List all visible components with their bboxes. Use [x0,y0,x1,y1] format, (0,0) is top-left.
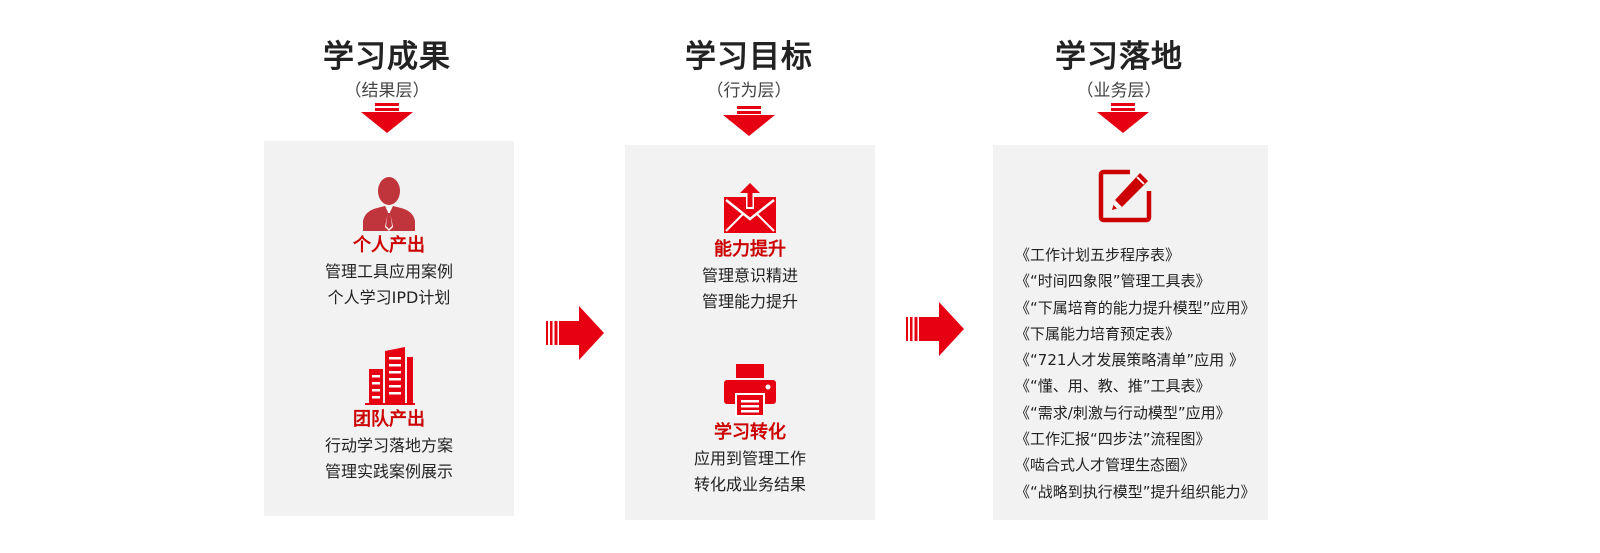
panel-results: 个人产出 管理工具应用案例 个人学习IPD计划 团队产出 行动学习落地 [264,141,514,516]
down-arrow-icon [1097,103,1149,133]
block-title: 团队产出 [353,409,425,430]
list-item: 《“721人才发展策略清单”应用 》 [1015,351,1244,370]
column-header-results: 学习成果 （结果层） [257,37,517,103]
block-line: 个人学习IPD计划 [327,288,451,307]
tool-list: 《工作计划五步程序表》 《“时间四象限”管理工具表》 《“下属培育的能力提升模型… [1015,242,1256,505]
envelope-upload-icon [724,183,776,233]
list-item: 《工作汇报“四步法”流程图》 [1015,430,1211,449]
block-team-output: 团队产出 行动学习落地方案 管理实践案例展示 [264,347,514,485]
column-subtitle: （结果层） [344,81,430,101]
column-header-goals: 学习目标 （行为层） [619,37,879,103]
list-item: 《“时间四象限”管理工具表》 [1015,272,1211,291]
down-arrow-icon [361,103,413,133]
block-title: 个人产出 [353,235,425,256]
block-line: 管理工具应用案例 [324,262,453,281]
list-item: 《啮合式人才管理生态圈》 [1015,456,1196,475]
list-item: 《下属能力培育预定表》 [1015,324,1181,343]
block-line: 应用到管理工作 [693,449,806,468]
block-title: 学习转化 [714,422,786,443]
block-personal-output: 个人产出 管理工具应用案例 个人学习IPD计划 [264,175,514,311]
block-line: 行动学习落地方案 [324,436,453,455]
list-item: 《工作计划五步程序表》 [1015,246,1181,264]
printer-icon [724,364,776,417]
right-arrow-icon [546,306,604,360]
businessman-icon [363,177,415,231]
list-item: 《“需求/刺激与行动模型”应用》 [1015,403,1231,422]
list-item: 《“懂、用、教、推”工具表》 [1015,377,1211,396]
column-subtitle: （行为层） [706,81,792,101]
block-line: 管理实践案例展示 [324,462,453,481]
list-item: 《“下属培育的能力提升模型”应用》 [1015,298,1256,317]
edit-pencil-icon [1098,169,1152,223]
block-line: 管理意识精进 [701,266,798,285]
block-title: 能力提升 [714,239,786,260]
column-title: 学习成果 [323,39,451,75]
column-title: 学习目标 [685,39,813,75]
column-subtitle: （业务层） [1076,81,1162,101]
down-arrow-icon [723,106,775,136]
office-building-icon [365,347,415,405]
block-line: 转化成业务结果 [693,475,806,494]
right-arrow-icon [906,302,964,356]
list-item: 《“战略到执行模型”提升组织能力》 [1015,482,1256,501]
panel-landing: 《工作计划五步程序表》 《“时间四象限”管理工具表》 《“下属培育的能力提升模型… [993,145,1268,520]
column-title: 学习落地 [1055,39,1183,75]
block-learning-transfer: 学习转化 应用到管理工作 转化成业务结果 [625,362,875,498]
column-header-landing: 学习落地 （业务层） [989,37,1249,103]
block-capability-upgrade: 能力提升 管理意识精进 管理能力提升 [625,183,875,315]
block-line: 管理能力提升 [701,292,798,311]
panel-goals: 能力提升 管理意识精进 管理能力提升 学习转化 应用到管理工作 转化成业务结果 [625,145,875,520]
